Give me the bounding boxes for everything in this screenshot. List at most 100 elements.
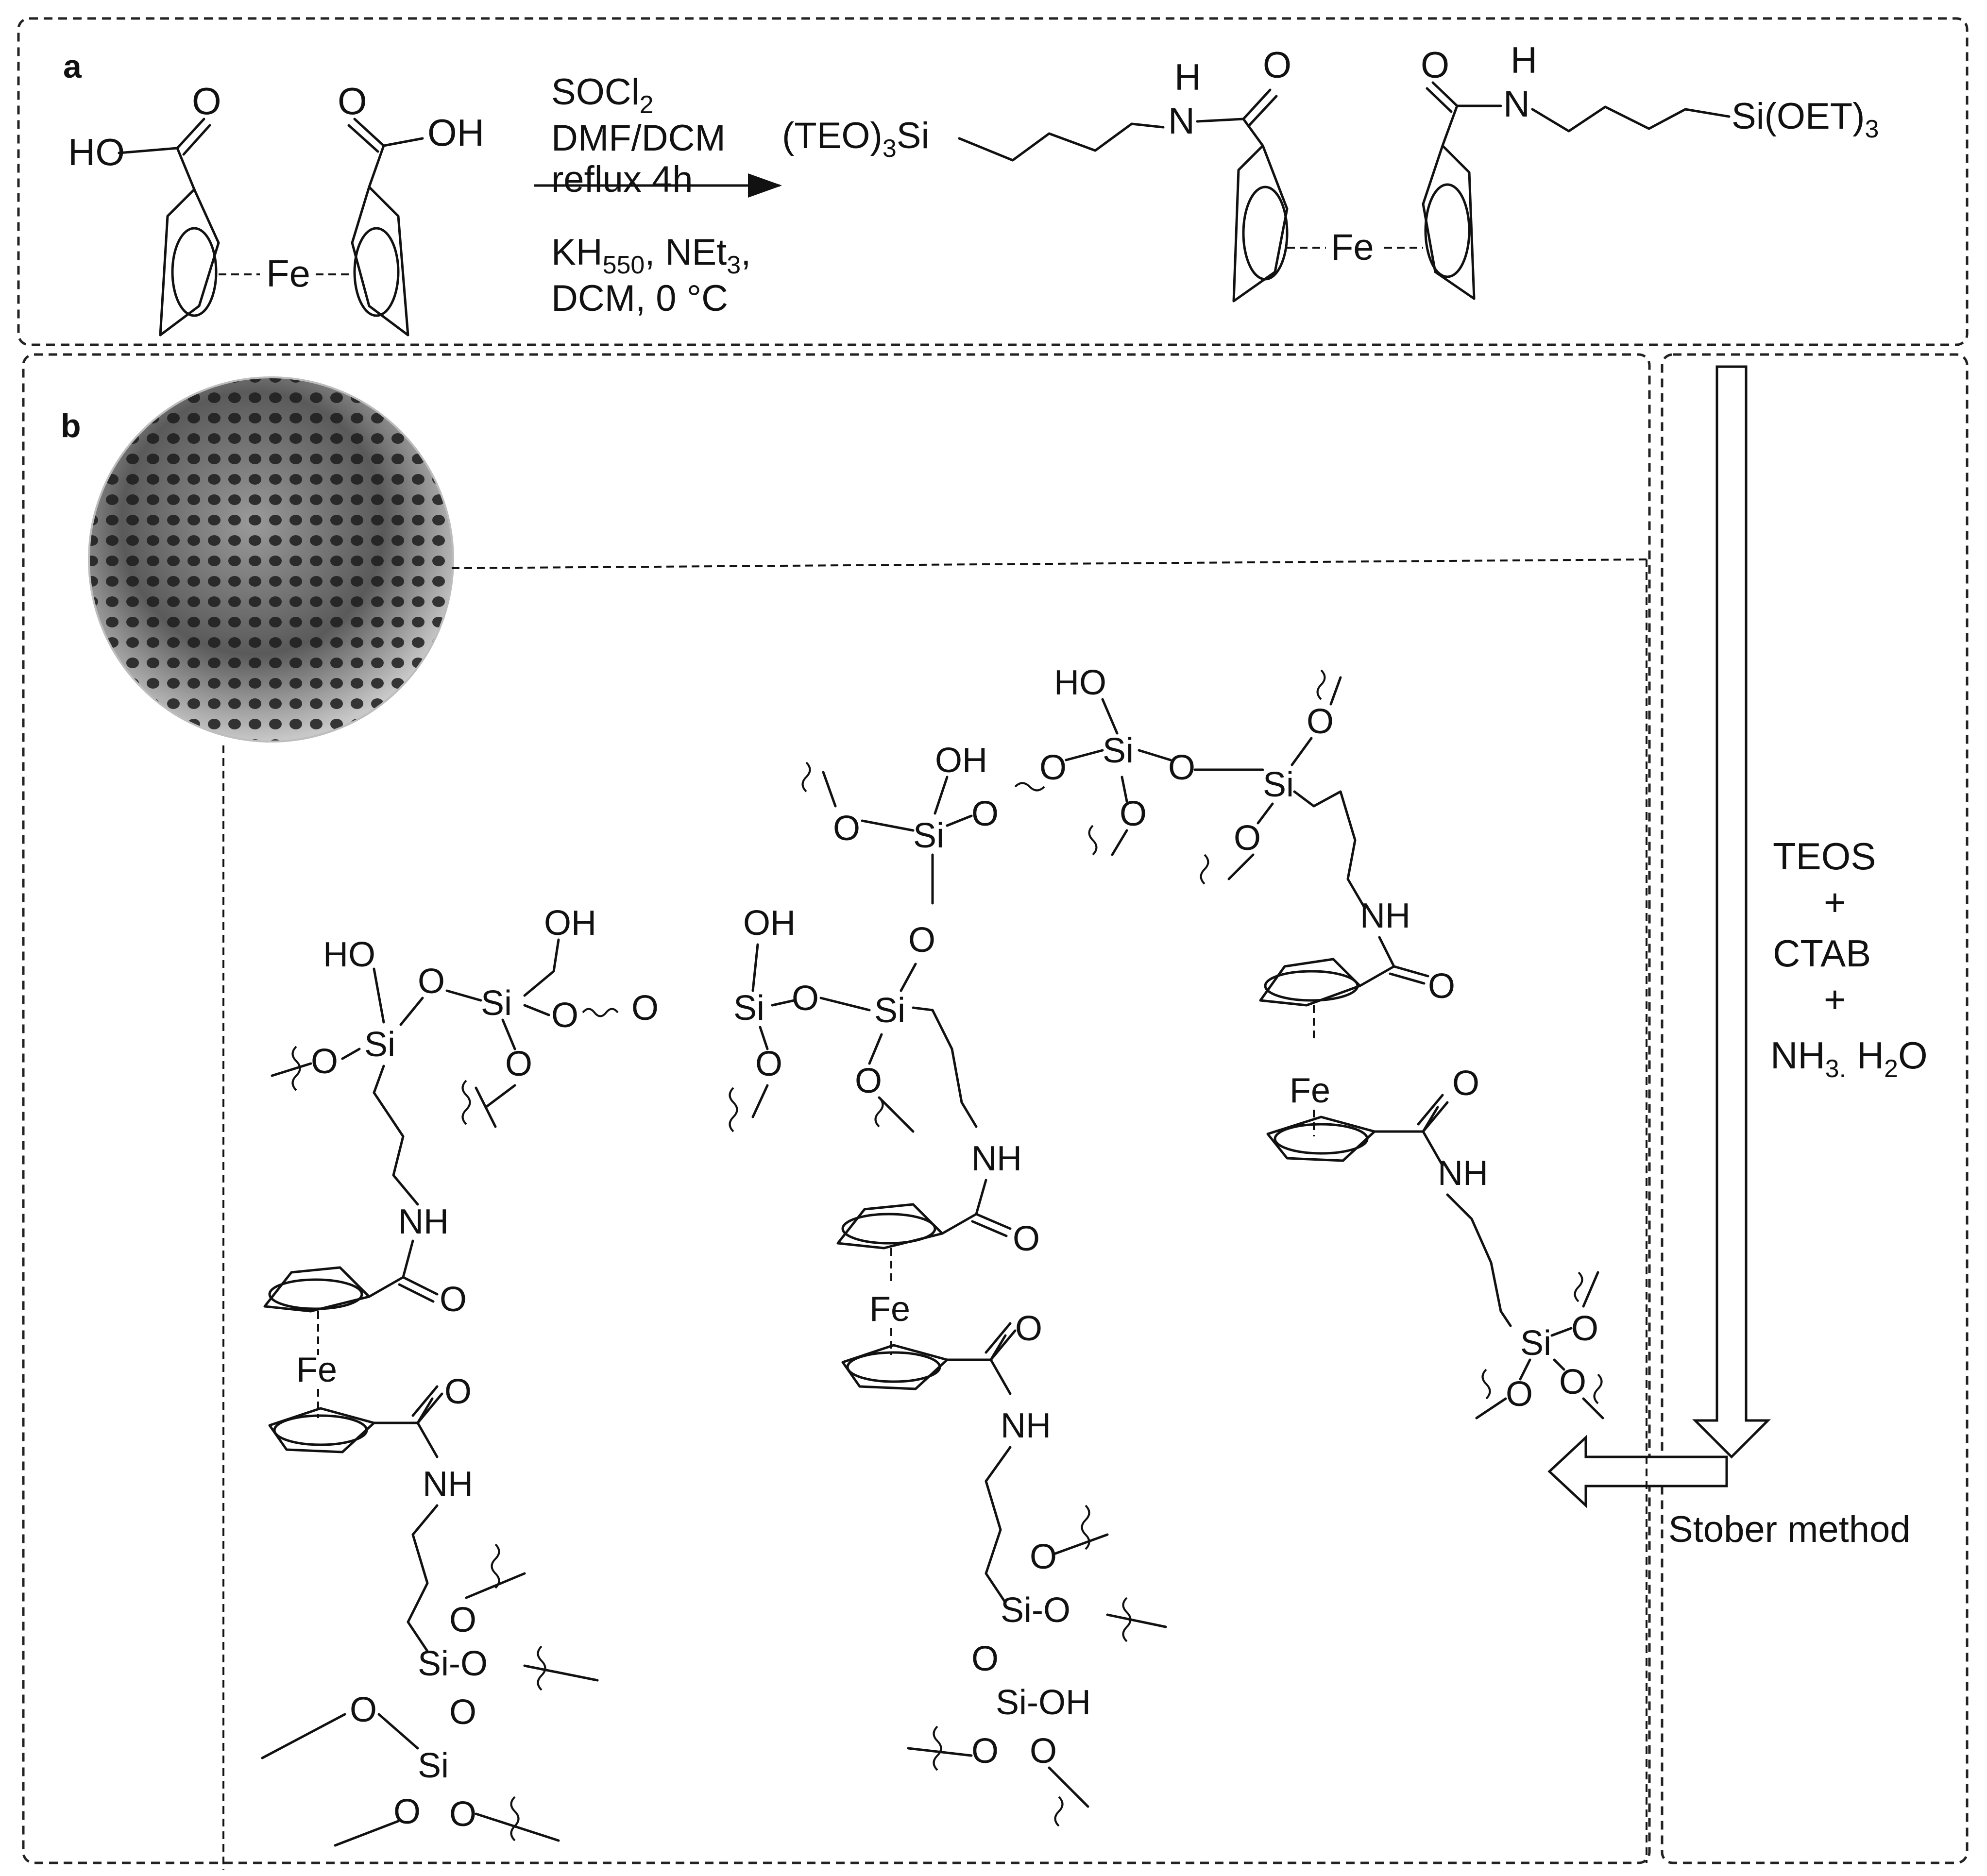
atom-o: O bbox=[1571, 1309, 1598, 1348]
silica-network-left: HO OH O Si O O Si O O NH bbox=[271, 904, 659, 1241]
reagent-teos: TEOS bbox=[1773, 835, 1876, 878]
atom-o: O bbox=[908, 921, 935, 960]
ferrocene-unit-left: O Fe O NH bbox=[263, 1239, 473, 1653]
atom-o: O bbox=[449, 1693, 476, 1732]
atom-nh: NH bbox=[423, 1465, 473, 1504]
reagent-ammonia: NH3. H2O bbox=[1770, 1034, 1928, 1083]
reactant-o-right-label: O bbox=[338, 80, 367, 122]
atom-nh: NH bbox=[1438, 1154, 1488, 1193]
zoom-line-top bbox=[451, 558, 1647, 569]
product-n-right: N bbox=[1503, 84, 1530, 125]
atom-o: O bbox=[449, 1795, 476, 1834]
atom-o: O bbox=[755, 1045, 782, 1083]
silica-network-bottom-left: O Si-O O O Si O O bbox=[261, 1543, 599, 1847]
reactant-oh-label: OH bbox=[427, 111, 484, 154]
conditions-line2: DMF/DCM bbox=[551, 118, 726, 159]
atom-o: O bbox=[971, 1732, 999, 1771]
panel-a-frame bbox=[17, 17, 1969, 346]
atom-o: O bbox=[1015, 1309, 1042, 1348]
product-fe-label: Fe bbox=[1331, 227, 1374, 268]
atom-si: Si bbox=[364, 1025, 395, 1064]
atom-o: O bbox=[440, 1280, 467, 1319]
conditions-line3: reflux 4h bbox=[551, 159, 693, 200]
atom-o: O bbox=[1307, 702, 1334, 741]
atom-fe: Fe bbox=[296, 1351, 337, 1389]
atom-o: O bbox=[551, 996, 578, 1035]
panel-b-frame bbox=[22, 353, 1651, 1864]
atom-si: Si bbox=[1103, 731, 1134, 770]
plus-sign-2: + bbox=[1824, 978, 1846, 1021]
atom-oh: OH bbox=[544, 904, 596, 943]
panel-a-letter: a bbox=[63, 48, 82, 85]
atom-o: O bbox=[1013, 1219, 1040, 1258]
panel-b-letter: b bbox=[61, 407, 81, 444]
conditions-line4: KH550, NEt3, bbox=[551, 232, 751, 279]
atom-o: O bbox=[393, 1792, 421, 1831]
atom-si: Si bbox=[913, 816, 944, 855]
atom-si: Si bbox=[481, 984, 512, 1023]
side-panel-frame bbox=[1661, 353, 1969, 1864]
atom-nh: NH bbox=[1360, 896, 1410, 935]
atom-o: O bbox=[449, 1601, 476, 1639]
atom-o: O bbox=[1030, 1538, 1057, 1576]
atom-nh: NH bbox=[971, 1139, 1022, 1178]
product-h-right: H bbox=[1511, 40, 1537, 81]
conditions-line1: SOCl2 bbox=[551, 71, 654, 119]
atom-si-o: Si-O bbox=[1001, 1591, 1070, 1630]
ferrocene-unit-right: O Fe O NH bbox=[1259, 936, 1512, 1327]
atom-oh: OH bbox=[743, 904, 796, 943]
atom-o: O bbox=[971, 794, 999, 833]
product-right-group: Si(OET)3 bbox=[1732, 96, 1879, 143]
atom-o: O bbox=[1030, 1732, 1057, 1771]
atom-si: Si bbox=[1263, 765, 1294, 804]
atom-o: O bbox=[971, 1639, 999, 1678]
left-arrow bbox=[1547, 1435, 1728, 1508]
atom-si: Si bbox=[874, 991, 905, 1030]
product-ferrocene-silane: (TEO)3Si H N O O H N Si(OET)3 Fe bbox=[782, 40, 1879, 303]
atom-o: O bbox=[1428, 967, 1455, 1006]
stober-method-label: Stober method bbox=[1668, 1509, 1911, 1550]
atom-oh: OH bbox=[935, 741, 987, 780]
atom-o: O bbox=[418, 962, 445, 1001]
product-n-left: N bbox=[1168, 101, 1195, 142]
atom-ho: HO bbox=[1054, 663, 1106, 702]
reaction-conditions: SOCl2 DMF/DCM reflux 4h KH550, NEt3, DCM… bbox=[551, 71, 751, 319]
atom-si: Si bbox=[1520, 1324, 1551, 1363]
silica-network-bottom-middle: O Si-O O Si-OH O O bbox=[907, 1504, 1167, 1827]
atom-o: O bbox=[444, 1372, 472, 1411]
atom-ho: HO bbox=[323, 935, 375, 974]
atom-o: O bbox=[311, 1042, 338, 1081]
atom-o: O bbox=[833, 809, 860, 848]
atom-o: O bbox=[505, 1045, 532, 1083]
atom-o: O bbox=[350, 1690, 377, 1729]
atom-o: O bbox=[1120, 794, 1147, 833]
conditions-line5: DCM, 0 °C bbox=[551, 278, 728, 319]
atom-o: O bbox=[855, 1062, 882, 1100]
atom-si: Si bbox=[418, 1746, 449, 1785]
reagent-ctab: CTAB bbox=[1773, 932, 1871, 975]
atom-o: O bbox=[792, 979, 819, 1018]
reactant-ho-label: HO bbox=[68, 131, 125, 173]
plus-sign-1: + bbox=[1824, 881, 1846, 924]
atom-fe: Fe bbox=[869, 1290, 910, 1329]
mesoporous-silica-sphere bbox=[88, 376, 454, 743]
atom-o: O bbox=[1039, 748, 1067, 787]
silica-network-middle: Si OH O O Si O O NH Si OH O O bbox=[729, 741, 1022, 1178]
product-left-group: (TEO)3Si bbox=[782, 115, 929, 163]
product-o-left: O bbox=[1263, 45, 1291, 86]
atom-nh: NH bbox=[1001, 1406, 1051, 1445]
atom-si-o: Si-O bbox=[418, 1644, 488, 1683]
reactant-ferrocene-diacid: HO O O OH Fe bbox=[68, 80, 484, 337]
product-o-right: O bbox=[1421, 45, 1449, 86]
product-h-left: H bbox=[1174, 57, 1201, 98]
down-arrow bbox=[1692, 365, 1771, 1459]
atom-o: O bbox=[631, 989, 659, 1028]
ferrocene-unit-middle: O Fe O NH bbox=[836, 1179, 1051, 1604]
atom-o: O bbox=[1234, 819, 1261, 858]
atom-o: O bbox=[1452, 1064, 1479, 1103]
atom-si-oh: Si-OH bbox=[996, 1683, 1091, 1722]
atom-fe: Fe bbox=[1290, 1071, 1330, 1110]
atom-nh: NH bbox=[398, 1202, 449, 1241]
atom-o: O bbox=[1506, 1375, 1533, 1414]
